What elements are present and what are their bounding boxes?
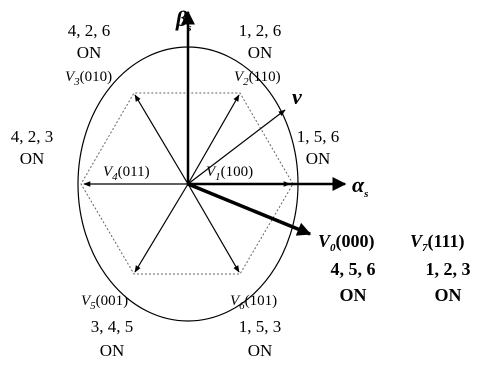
vector-v3-label: V3(010) (65, 69, 112, 88)
vector-v6-switches: 1, 5, 3 (239, 317, 282, 336)
vector-v7-switches: 1, 2, 3 (426, 259, 471, 279)
vector-v7-label: V7(111) (410, 231, 465, 254)
vector-v0-state: ON (340, 285, 367, 305)
vector-v4-label: V4(011) (103, 164, 150, 183)
vector-v1-switches: 1, 5, 6 (297, 127, 340, 146)
vector-v2-arrow (187, 94, 240, 185)
vector-v5-label: V5(001) (81, 293, 128, 312)
vector-v3-state: ON (77, 43, 102, 62)
vector-v7-state: ON (435, 285, 462, 305)
vector-v0-switches: 4, 5, 6 (331, 259, 376, 279)
zero-vector-arrow (187, 182, 312, 236)
vector-v5-state: ON (100, 341, 125, 360)
vector-v4-switches: 4, 2, 3 (11, 127, 54, 146)
alpha-axis-label: αs (352, 172, 368, 200)
vector-v0-label: V0(000) (318, 231, 375, 254)
vector-v4-state: ON (20, 149, 45, 168)
vector-v6-arrow (187, 183, 240, 273)
reference-vector-label: v (292, 84, 302, 109)
vector-v5-arrow (134, 183, 189, 273)
voltage-hexagon (80, 92, 294, 275)
vector-v2-label: V2(110) (234, 69, 281, 88)
vector-v5-switches: 3, 4, 5 (91, 317, 134, 336)
vector-v3-switches: 4, 2, 6 (68, 21, 111, 40)
vector-v3-arrow (134, 94, 189, 185)
vector-v6-label: V6(101) (230, 293, 277, 312)
reference-vector-arrow (187, 109, 286, 185)
vector-v2-state: ON (248, 43, 273, 62)
vector-v6-state: ON (248, 341, 273, 360)
vector-v1-label: V1(100) (206, 164, 253, 183)
beta-axis-label: βs (175, 6, 192, 34)
vector-v1-state: ON (306, 149, 331, 168)
vector-v2-switches: 1, 2, 6 (239, 21, 282, 40)
